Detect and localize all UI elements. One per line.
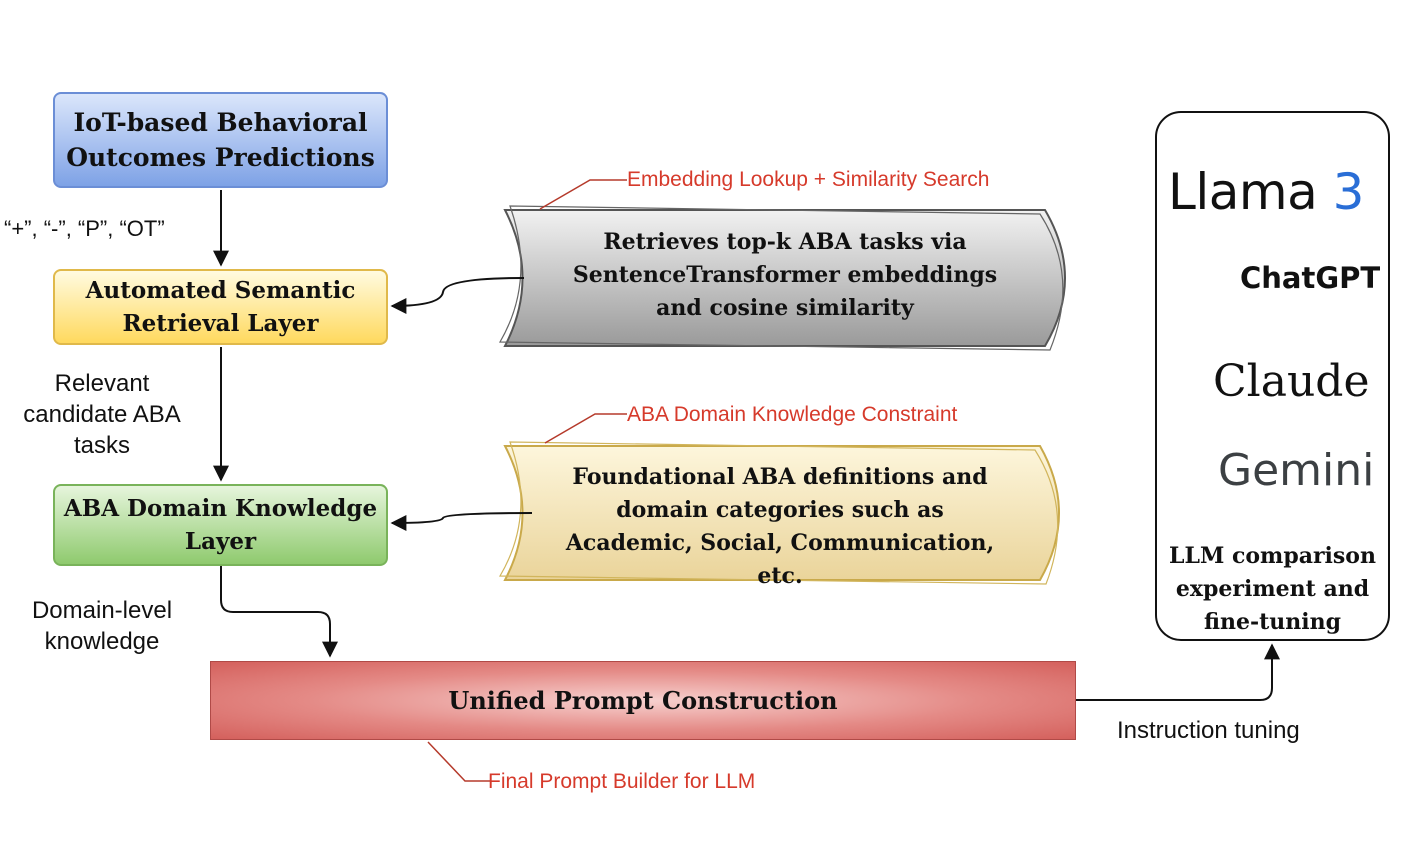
arrow-domain-to-unified [220, 566, 338, 658]
llama-name: Llama [1168, 163, 1318, 221]
retrieval-line-1: Retrieves top-k ABA tasks via [603, 229, 967, 255]
iot-box-line-2: Outcomes Predictions [66, 143, 375, 172]
relevant-line-1: Relevant [54, 370, 150, 397]
semantic-box-line-1: Automated Semantic [85, 276, 356, 304]
leader-constraint [544, 413, 627, 444]
constraint-annotation: ABA Domain Knowledge Constraint [627, 403, 958, 426]
claude-wordmark: Claude [1213, 356, 1370, 407]
llm-caption-line-1: LLM comparison [1169, 543, 1376, 569]
relevant-line-2: candidate ABA [23, 401, 181, 429]
domain-level-label: Domain-level knowledge [10, 595, 194, 657]
leader-final-prompt [427, 741, 490, 782]
semantic-box-line-2: Retrieval Layer [122, 310, 319, 337]
outcome-codes-label: “+”, “-”, “P”, “OT” [4, 216, 165, 241]
llm-panel [1155, 111, 1390, 641]
gemini-wordmark: Gemini [1218, 445, 1375, 496]
retrieval-line-2: SentenceTransformer embeddings [572, 262, 998, 288]
llama-wordmark: Llama 3 [1168, 163, 1364, 221]
llm-caption-line-2: experiment and [1175, 576, 1370, 602]
foundational-line-1: Foundational ABA definitions and [572, 464, 988, 490]
foundational-line-3: Academic, Social, Communication, etc. [565, 530, 995, 589]
instruction-tuning-label: Instruction tuning [1117, 717, 1300, 744]
chatgpt-wordmark: ChatGPT [1240, 261, 1381, 295]
arrow-retrieval-to-semantic [390, 277, 525, 314]
foundational-tag-shape-sketch [498, 441, 1059, 585]
llm-caption: LLM comparison experiment and fine-tunin… [1155, 540, 1390, 639]
domain-knowledge-box: ABA Domain Knowledge Layer [53, 484, 388, 566]
relevant-line-3: tasks [73, 432, 130, 460]
embedding-annotation: Embedding Lookup + Similarity Search [627, 168, 990, 191]
unified-box-label: Unified Prompt Construction [448, 686, 838, 715]
foundational-line-2: domain categories such as [616, 497, 944, 523]
foundational-tag-text: Foundational ABA definitions and domain … [540, 461, 1020, 593]
unified-prompt-box: Unified Prompt Construction [210, 661, 1076, 740]
arrow-unified-to-llm [1076, 643, 1280, 701]
llama-version: 3 [1332, 163, 1365, 221]
domain-box-line-1: ABA Domain Knowledge [63, 494, 378, 522]
iot-box-line-1: IoT-based Behavioral [73, 108, 368, 137]
retrieval-line-3: and cosine similarity [656, 295, 914, 321]
final-prompt-annotation: Final Prompt Builder for LLM [488, 770, 756, 793]
domain-level-line-1: Domain-level [31, 597, 173, 624]
domain-level-line-2: knowledge [44, 628, 160, 656]
retrieval-tag-text: Retrieves top-k ABA tasks via SentenceTr… [540, 226, 1030, 325]
arrow-foundational-to-domain [390, 512, 533, 531]
retrieval-tag-shape-sketch [498, 205, 1064, 351]
leader-embedding [539, 179, 627, 210]
iot-predictions-box: IoT-based Behavioral Outcomes Prediction… [53, 92, 388, 188]
domain-box-line-2: Layer [184, 528, 257, 555]
llm-caption-line-3: fine-tuning [1203, 609, 1341, 635]
relevant-tasks-label: Relevant candidate ABA tasks [6, 368, 198, 462]
semantic-retrieval-box: Automated Semantic Retrieval Layer [53, 269, 388, 345]
